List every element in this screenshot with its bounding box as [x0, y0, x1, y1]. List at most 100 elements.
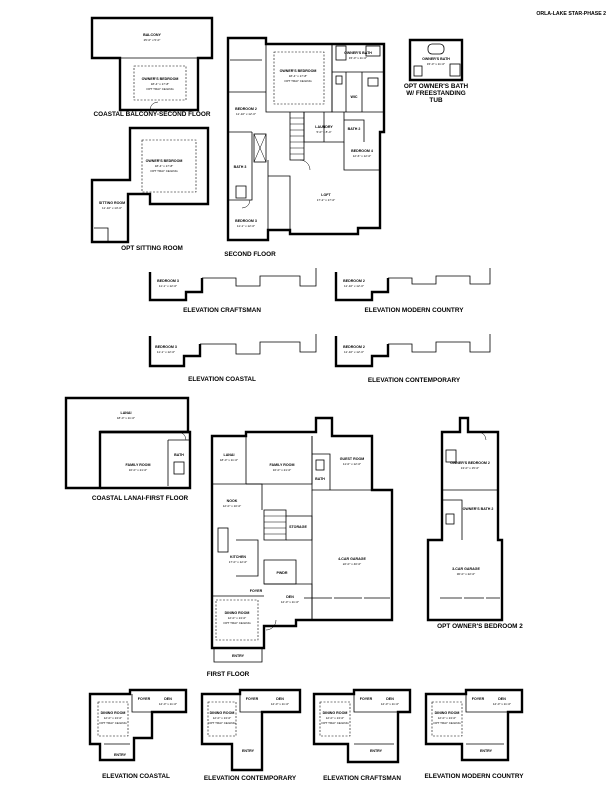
elev-contemporary-den-dim: 12'-0" x 11'-0" [271, 702, 289, 706]
ff-family-room-label: FAMILY ROOM [270, 463, 295, 467]
caption-opt-owners-bath-1: OPT OWNER'S BATH [404, 83, 469, 90]
lanai-dim: 18'-0" x 11'-0" [117, 416, 135, 420]
elev-modern-country-dining-label: DINING ROOM [435, 711, 460, 715]
elev-coastal-dining-dim: 12'-0" x 13'-0" [104, 716, 122, 720]
second-floor-plan: OWNER'S BEDROOM 18'-4" x 17'-8" OPT TRAY… [226, 36, 386, 242]
lanai-family-room-dim: 16'-0" x 21'-0" [129, 468, 147, 472]
coastal-lanai-plan: LANAI 18'-0" x 11'-0" FAMILY ROOM 16'-0"… [64, 396, 192, 490]
opt-owners-bath-dim: 15'-0" x 11'-0" [427, 62, 445, 66]
caption-opt-owners-bath-3: TUB [429, 97, 443, 104]
elev-modern-country-dining-dim: 12'-0" x 13'-0" [438, 716, 456, 720]
lanai-label: LANAI [121, 411, 132, 415]
sf-laundry-label: LAUNDRY [315, 125, 333, 129]
sitting-room-label: SITTING ROOM [99, 201, 125, 205]
caption-elevation-contemporary-lower: ELEVATION CONTEMPORARY [204, 775, 297, 782]
elevation-modern-country-upper: BEDROOM 2 11'-10" x 12'-0" [334, 268, 491, 302]
ff-entry-label: ENTRY [232, 654, 245, 658]
elev-modern-country-dining-note: OPT TRAY CEILING [433, 721, 461, 725]
first-floor-plan: LANAI 18'-0" x 11'-0" FAMILY ROOM 16'-0"… [210, 416, 394, 663]
lanai-bath-label: BATH [174, 453, 184, 457]
elevation-coastal-upper: BEDROOM 3 11'-1" x 12'-0" [148, 334, 317, 368]
sf-owners-bath-label: OWNER'S BATH [344, 51, 372, 55]
elev-craftsman-dining-note: OPT TRAY CEILING [321, 721, 349, 725]
elevation-modern-country-lower: DINING ROOM 12'-0" x 13'-0" OPT TRAY CEI… [424, 688, 524, 762]
elev-coastal-bedroom-dim: 11'-1" x 12'-0" [157, 350, 175, 354]
sf-loft-label: LOFT [321, 193, 331, 197]
sheet-title: ORLA-LAKE STAR-PHASE 2 [536, 11, 606, 17]
elevation-contemporary-lower: DINING ROOM 12'-0" x 13'-0" OPT TRAY CEI… [200, 688, 302, 772]
caption-opt-owners-bath-2: W/ FREESTANDING [406, 90, 466, 97]
ff-nook-label: NOOK [227, 499, 238, 503]
elev-modern-country-den-dim: 12'-0" x 11'-0" [493, 702, 511, 706]
ff-bath-label: BATH [315, 477, 325, 481]
sf-laundry-dim: 5'-0" x 8'-4" [316, 130, 331, 134]
sf-bedroom-3-label: BEDROOM 3 [235, 219, 257, 223]
elev-contemporary-bedroom-dim: 11'-10" x 12'-0" [344, 350, 364, 354]
elev-craftsman-den-label: DEN [386, 697, 394, 701]
elev-modern-country-bedroom-label: BEDROOM 2 [343, 279, 365, 283]
ff-lanai-label: LANAI [224, 453, 235, 457]
caption-elevation-craftsman-lower: ELEVATION CRAFTSMAN [323, 775, 401, 782]
opt-owners-bedroom-note: OPT TRAY CEILING [150, 169, 178, 173]
ff-den-dim: 12'-0" x 11'-0" [281, 600, 299, 604]
caption-opt-sitting-room: OPT SITTING ROOM [121, 245, 183, 252]
sf-bath-2-label: BATH 2 [348, 127, 361, 131]
opt-owners-bedroom-2-dim: 13'-0" x 15'-0" [461, 466, 479, 470]
ff-dining-room-note: OPT TRAY CEILING [223, 621, 251, 625]
lanai-family-room-label: FAMILY ROOM [126, 463, 151, 467]
sf-bedroom-4-label: BEDROOM 4 [351, 149, 373, 153]
caption-elevation-modern-country-upper: ELEVATION MODERN COUNTRY [365, 307, 465, 314]
elevation-coastal-lower: DINING ROOM 12'-0" x 13'-0" OPT TRAY CEI… [88, 688, 188, 762]
ff-dining-room-dim: 12'-0" x 13'-0" [228, 616, 246, 620]
elev-contemporary-dining-note: OPT TRAY CEILING [208, 721, 236, 725]
elev-coastal-dining-note: OPT TRAY CEILING [99, 721, 127, 725]
elev-coastal-bedroom-label: BEDROOM 3 [155, 345, 177, 349]
sf-owners-bedroom-note: OPT TRAY CEILING [284, 79, 312, 83]
ff-family-room-dim: 16'-0" x 21'-0" [273, 468, 291, 472]
sf-bedroom-2-dim: 11'-10" x 12'-0" [236, 112, 256, 116]
caption-coastal-balcony-second-floor: COASTAL BALCONY-SECOND FLOOR [94, 111, 211, 118]
opt-owners-bath-2-label: OWNER'S BATH 2 [463, 507, 494, 511]
sf-loft-dim: 17'-2" x 17'-0" [317, 198, 335, 202]
sf-bath-3-label: BATH 3 [234, 165, 247, 169]
elev-contemporary-entry-label: ENTRY [242, 749, 255, 753]
ff-foyer-label: FOYER [250, 589, 263, 593]
ff-kitchen-label: KITCHEN [230, 555, 246, 559]
owners-bedroom-note: OPT TRAY CEILING [146, 87, 174, 91]
ff-guest-room-label: GUEST ROOM [340, 457, 365, 461]
elev-craftsman-bedroom-label: BEDROOM 3 [157, 279, 179, 283]
sf-bedroom-3-dim: 11'-1" x 12'-0" [237, 224, 255, 228]
caption-first-floor: FIRST FLOOR [207, 671, 250, 678]
elev-craftsman-foyer-label: FOYER [360, 697, 373, 701]
opt-owners-bedroom-2-label: OWNER'S BEDROOM 2 [450, 461, 490, 465]
ff-lanai-dim: 18'-0" x 11'-0" [220, 458, 238, 462]
ff-pwdr-label: PWDR [277, 571, 288, 575]
elev-craftsman-den-dim: 12'-0" x 11'-0" [381, 702, 399, 706]
sitting-room-dim: 11'-10" x 13'-0" [102, 206, 122, 210]
caption-elevation-modern-country-lower: ELEVATION MODERN COUNTRY [425, 773, 525, 780]
ff-garage-label: 4-CAR GARAGE [338, 557, 366, 561]
opt-owners-bedroom-2-plan: OWNER'S BEDROOM 2 13'-0" x 15'-0" OWNER'… [426, 416, 504, 622]
ff-guest-room-dim: 11'-0" x 12'-0" [343, 462, 361, 466]
balcony-label: BALCONY [143, 33, 161, 37]
elev-modern-country-foyer-label: FOYER [472, 697, 485, 701]
elev-contemporary-foyer-label: FOYER [246, 697, 259, 701]
sf-bedroom-2-label: BEDROOM 2 [235, 107, 257, 111]
ff-dining-room-label: DINING ROOM [225, 611, 250, 615]
elev-modern-country-bedroom-dim: 11'-10" x 12'-0" [344, 284, 364, 288]
elev-coastal-foyer-label: FOYER [138, 697, 151, 701]
sf-bedroom-4-dim: 12'-6" x 12'-0" [353, 154, 371, 158]
opt-garage-label: 3-CAR GARAGE [452, 567, 480, 571]
sf-owners-bedroom-label: OWNER'S BEDROOM [280, 69, 317, 73]
caption-opt-owners-bedroom-2: OPT OWNER'S BEDROOM 2 [437, 623, 523, 630]
caption-second-floor: SECOND FLOOR [224, 251, 276, 258]
sf-wic-label: WIC [351, 95, 358, 99]
caption-coastal-lanai-first-floor: COASTAL LANAI-FIRST FLOOR [92, 495, 189, 502]
caption-elevation-coastal-upper: ELEVATION COASTAL [188, 376, 256, 383]
elev-craftsman-dining-label: DINING ROOM [323, 711, 348, 715]
elev-contemporary-den-label: DEN [276, 697, 284, 701]
opt-owners-bath-plan: OWNER'S BATH 15'-0" x 11'-0" [408, 38, 464, 82]
elevation-craftsman-upper: BEDROOM 3 11'-1" x 12'-0" [148, 268, 317, 302]
elev-coastal-entry-label: ENTRY [114, 753, 127, 757]
opt-owners-bedroom-label: OWNER'S BEDROOM [146, 159, 183, 163]
